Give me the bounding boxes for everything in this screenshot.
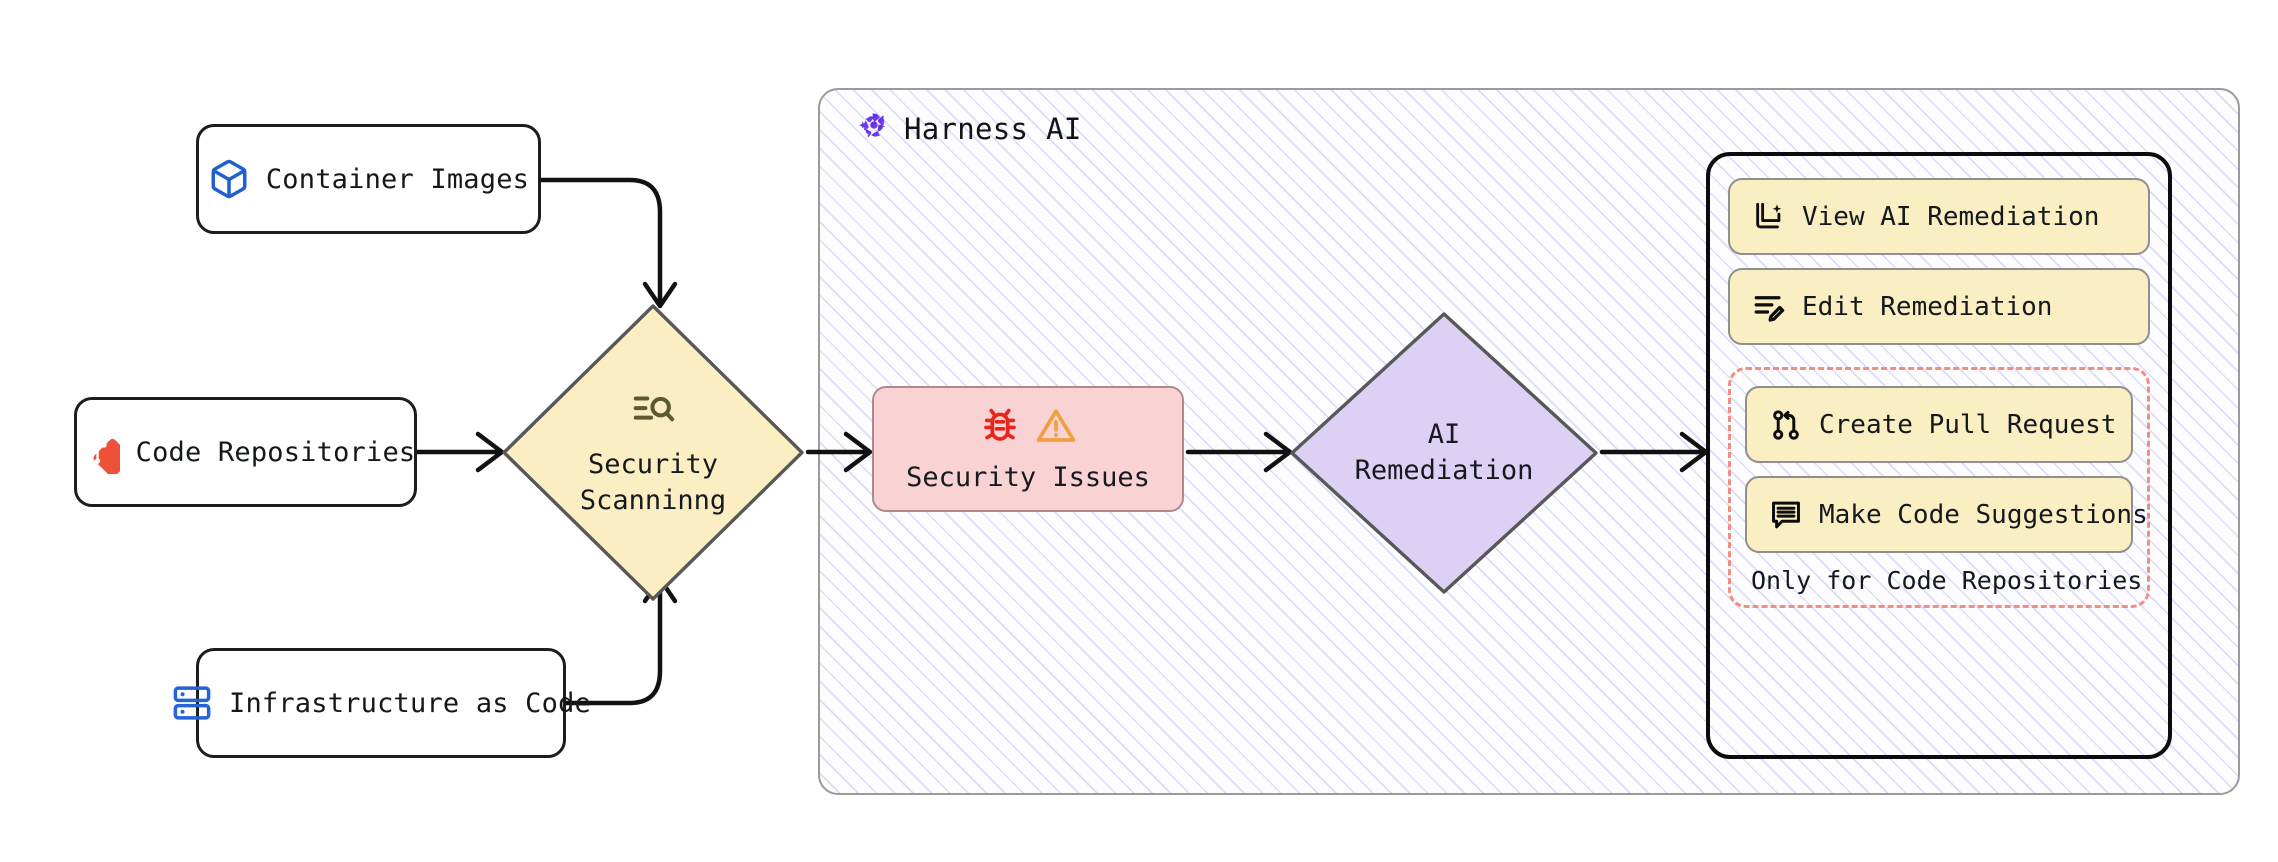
pull-request-icon [1769,408,1803,442]
action-label: Edit Remediation [1802,291,2053,322]
action-label: View AI Remediation [1802,201,2100,232]
action-label: Make Code Suggestions [1819,499,2148,530]
node-label: Infrastructure as Code [228,687,592,719]
security-issues-icons [979,405,1077,454]
security-issues-label: Security Issues [906,462,1150,493]
comment-lines-icon [1769,498,1803,532]
node-code-repositories[interactable]: Code Repositories [74,397,417,507]
git-icon [76,430,120,474]
harness-ai-title: Harness AI [857,108,1082,149]
remediation-actions-panel: View AI Remediation Edit Remediation [1706,152,2172,759]
node-ai-remediation[interactable]: AI Remediation [1286,308,1602,598]
server-stack-icon [171,682,213,724]
node-label: Container Images [265,163,530,195]
edit-remediation-button[interactable]: Edit Remediation [1728,268,2150,345]
primary-actions-list: View AI Remediation Edit Remediation [1728,178,2150,608]
document-sparkle-icon [1752,200,1786,234]
action-label: Create Pull Request [1819,409,2117,440]
harness-pinwheel-icon [857,108,891,149]
lines-pencil-icon [1752,290,1786,324]
node-infrastructure-as-code[interactable]: Infrastructure as Code [173,648,591,758]
node-label: Code Repositories [135,436,416,468]
node-container-images[interactable]: Container Images [196,124,541,234]
bug-icon [979,405,1021,454]
code-repository-only-group: Create Pull Request Make Code Suggestion… [1728,367,2150,608]
create-pull-request-button[interactable]: Create Pull Request [1745,386,2133,463]
view-ai-remediation-button[interactable]: View AI Remediation [1728,178,2150,255]
node-security-scanning[interactable]: Security Scanninng [498,300,808,605]
make-code-suggestions-button[interactable]: Make Code Suggestions [1745,476,2148,553]
warning-triangle-icon [1035,405,1077,454]
node-security-issues[interactable]: Security Issues [872,386,1184,512]
edge-container-images-to-scanning [538,177,663,303]
code-repository-only-note: Only for Code Repositories [1751,566,2143,595]
cube-icon [208,158,250,200]
harness-ai-label: Harness AI [904,111,1082,146]
